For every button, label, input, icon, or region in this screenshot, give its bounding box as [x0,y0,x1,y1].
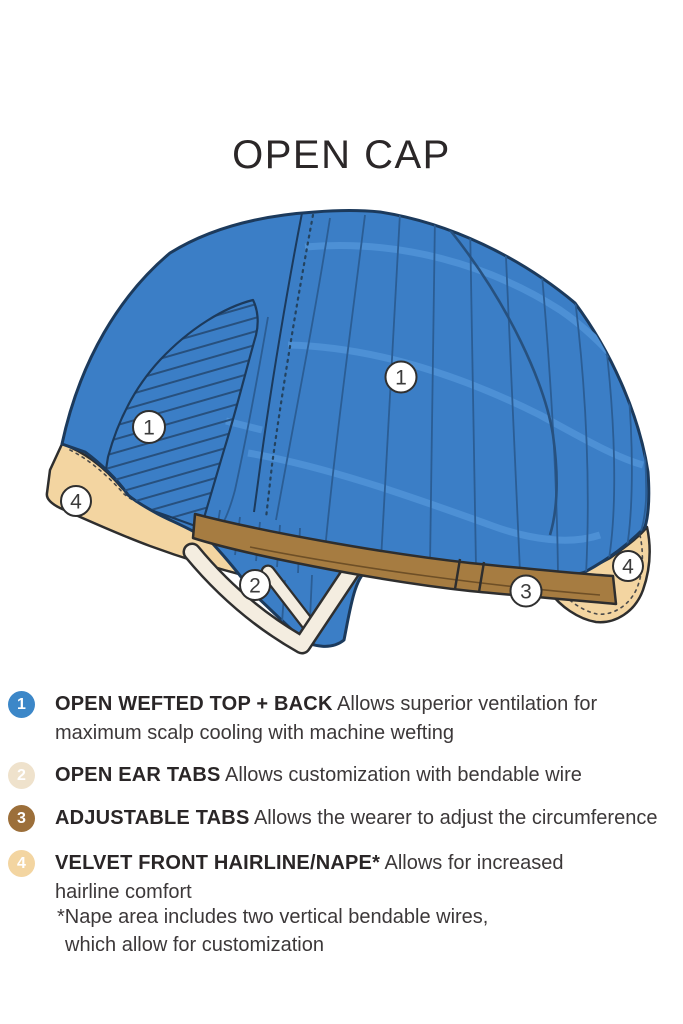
cap-diagram: 1 1 2 3 4 4 [45,209,651,655]
legend-description-4: Allows for increased hairline comfort [55,852,564,903]
legend-text-3: ADJUSTABLE TABS Allows the wearer to adj… [55,804,667,833]
callouts: 1 1 2 3 4 4 [60,360,644,608]
svg-text:3: 3 [520,581,532,604]
svg-text:4: 4 [622,556,634,579]
svg-text:4: 4 [70,491,82,514]
callout-2: 2 [239,569,271,601]
svg-text:1: 1 [143,417,155,440]
callout-4-nape: 4 [612,550,644,582]
legend-description-2: Allows customization with bendable wire [225,764,582,786]
legend-text-4: VELVET FRONT HAIRLINE/NAPE* Allows for i… [55,849,667,907]
wefted-crescent [101,298,259,530]
legend-description-1: Allows superior ventilation for maximum … [55,693,598,744]
legend-text-1: OPEN WEFTED TOP + BACK Allows superior v… [55,690,667,748]
legend-heading-3: ADJUSTABLE TABS [55,807,250,829]
adjustable-strap [191,512,618,606]
callout-1-back: 1 [384,360,418,394]
legend-badge-1: 1 [8,691,35,718]
cap-light-bands [225,242,644,544]
svg-text:1: 1 [395,367,407,390]
ear-tab [182,542,362,655]
legend-badge-3: 3 [8,805,35,832]
callout-3: 3 [509,574,543,608]
legend-text-2: OPEN EAR TABS Allows customization with … [55,761,667,790]
front-seam [253,212,315,520]
footnote: *Nape area includes two vertical bendabl… [57,906,489,956]
legend-badge-4: 4 [8,850,35,877]
callout-4-front: 4 [60,485,92,517]
page-title: OPEN CAP [232,133,451,177]
legend-heading-4: VELVET FRONT HAIRLINE/NAPE* [55,852,381,874]
callout-1-front: 1 [132,410,166,444]
legend-badge-2: 2 [8,762,35,789]
svg-text:2: 2 [249,575,261,598]
back-seam-line [448,229,559,536]
legend-description-3: Allows the wearer to adjust the circumfe… [253,807,658,829]
legend-heading-1: OPEN WEFTED TOP + BACK [55,693,333,715]
legend-heading-2: OPEN EAR TABS [55,764,221,786]
